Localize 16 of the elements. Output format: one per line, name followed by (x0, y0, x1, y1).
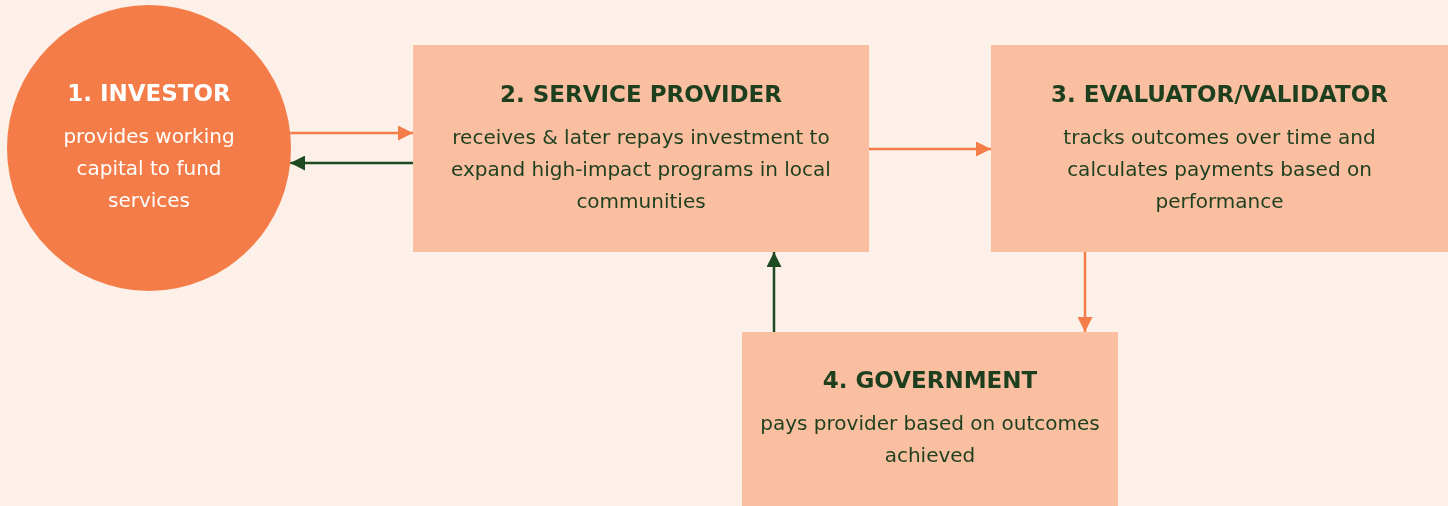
node-description: provides working capital to fund services (62, 123, 236, 214)
arrow (869, 141, 991, 157)
process-box (413, 45, 869, 252)
node-title: 3. EVALUATOR/VALIDATOR (1051, 80, 1388, 107)
node-description: pays provider based on outcomes achieved (760, 410, 1100, 469)
arrow (290, 125, 413, 141)
arrow (766, 252, 782, 332)
node-title: 1. INVESTOR (67, 80, 231, 106)
arrow (1077, 252, 1093, 332)
node-description: receives & later repays investment to expand high-impact programs in local communities (450, 123, 832, 215)
process-box (991, 45, 1448, 252)
node-description: tracks outcomes over time and calculates payments based on performance (1062, 123, 1377, 215)
node-title: 2. SERVICE PROVIDER (499, 80, 783, 107)
arrow (290, 155, 413, 171)
node-title: 4. GOVERNMENT (822, 367, 1038, 393)
process-box (742, 332, 1118, 506)
